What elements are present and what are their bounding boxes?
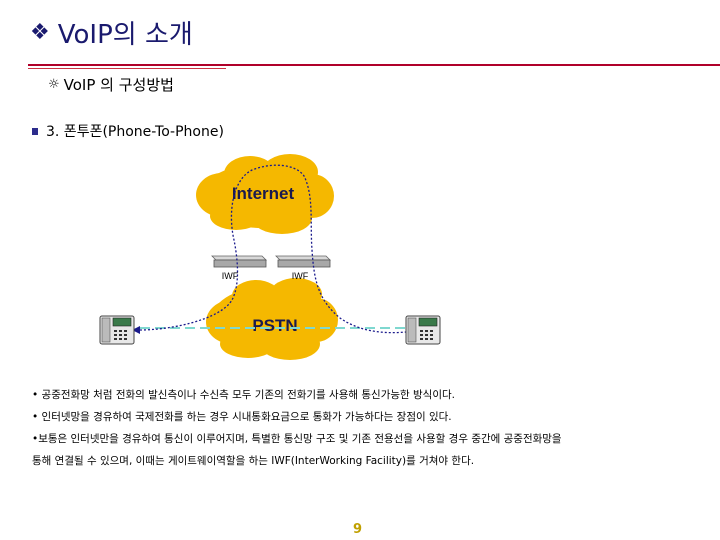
slide-title: ❖ VoIP의 소개: [30, 14, 193, 51]
iwf-left-device: IWF: [211, 255, 267, 281]
network-diagram: Internet PSTN IWF IWF: [99, 154, 441, 360]
slide-title-text: VoIP의 소개: [57, 20, 193, 50]
description-text: • 공중전화망 처럼 전화의 발신측이나 수신측 모두 기존의 전화기를 사용해…: [32, 384, 712, 472]
section-subtitle: ☼ VoIP 의 구성방법: [48, 74, 174, 95]
description-line-2: • 인터넷망을 경유하여 국제전화를 하는 경우 시내통화요금으로 통화가 가능…: [32, 411, 452, 423]
iwf-right-device: IWF: [275, 255, 331, 281]
description-line-1: • 공중전화망 처럼 전화의 발신측이나 수신측 모두 기존의 전화기를 사용해…: [32, 389, 455, 401]
diamond-bullet-icon: ❖: [30, 20, 50, 45]
subtitle-text: VoIP 의 구성방법: [63, 76, 174, 94]
iwf-left-label: IWF: [222, 271, 239, 281]
list-item-phone-to-phone: 3. 폰투폰(Phone-To-Phone): [32, 121, 224, 141]
title-divider: [28, 64, 720, 66]
title-divider-accent: [28, 68, 226, 69]
internet-cloud: Internet: [196, 154, 334, 234]
list-item-label: 3. 폰투폰(Phone-To-Phone): [46, 124, 224, 140]
pstn-cloud: PSTN: [206, 278, 338, 360]
internet-label: Internet: [232, 184, 295, 203]
right-telephone-icon: [405, 315, 441, 345]
sun-bullet-icon: ☼: [48, 77, 60, 92]
voip-route-path: [139, 164, 407, 334]
route-arrow-start-icon: [132, 326, 140, 334]
description-line-4: 통해 연결될 수 있으며, 이때는 게이트웨이역할을 하는 IWF(InterW…: [32, 455, 475, 467]
description-line-3: •보통은 인터넷만을 경유하여 통신이 이루어지며, 특별한 통신망 구조 및 …: [32, 433, 562, 445]
iwf-right-label: IWF: [292, 271, 309, 281]
pstn-label: PSTN: [252, 316, 297, 335]
left-telephone-icon: [99, 315, 135, 345]
square-bullet-icon: [32, 127, 38, 135]
page-number: 9: [353, 522, 363, 537]
